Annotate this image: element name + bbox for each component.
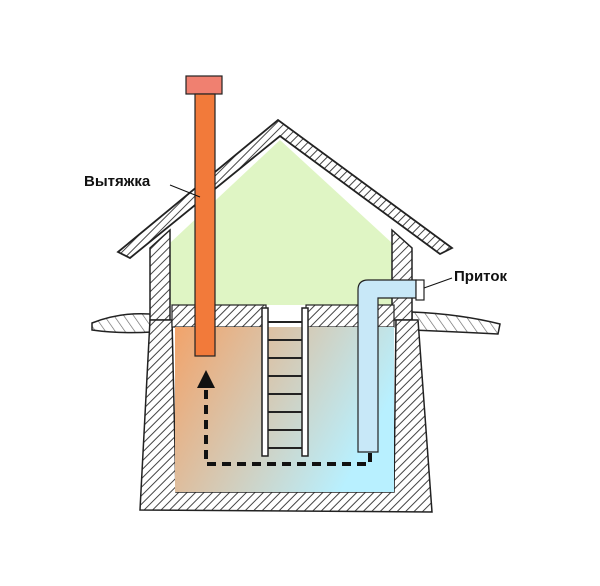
intake-pipe <box>357 279 417 453</box>
exhaust-leader <box>169 184 201 198</box>
cellar-wall <box>139 319 433 513</box>
ground-right <box>411 311 501 335</box>
exhaust-label: Вытяжка <box>84 173 151 190</box>
house-wall-right <box>391 228 413 321</box>
airflow-arrow-icon <box>197 370 215 388</box>
intake-label: Приток <box>454 268 507 285</box>
ladder <box>261 307 309 457</box>
intake-grille <box>415 279 425 301</box>
ground-left <box>91 312 153 334</box>
floor-slab-left <box>171 304 267 328</box>
airflow-path <box>204 378 372 466</box>
house-wall-left <box>149 228 171 321</box>
exhaust-cap <box>185 75 223 95</box>
attic-space <box>170 140 392 305</box>
exhaust-pipe <box>194 93 216 357</box>
intake-leader <box>423 277 453 289</box>
roof <box>116 118 454 260</box>
floor-slab-right <box>305 304 395 328</box>
